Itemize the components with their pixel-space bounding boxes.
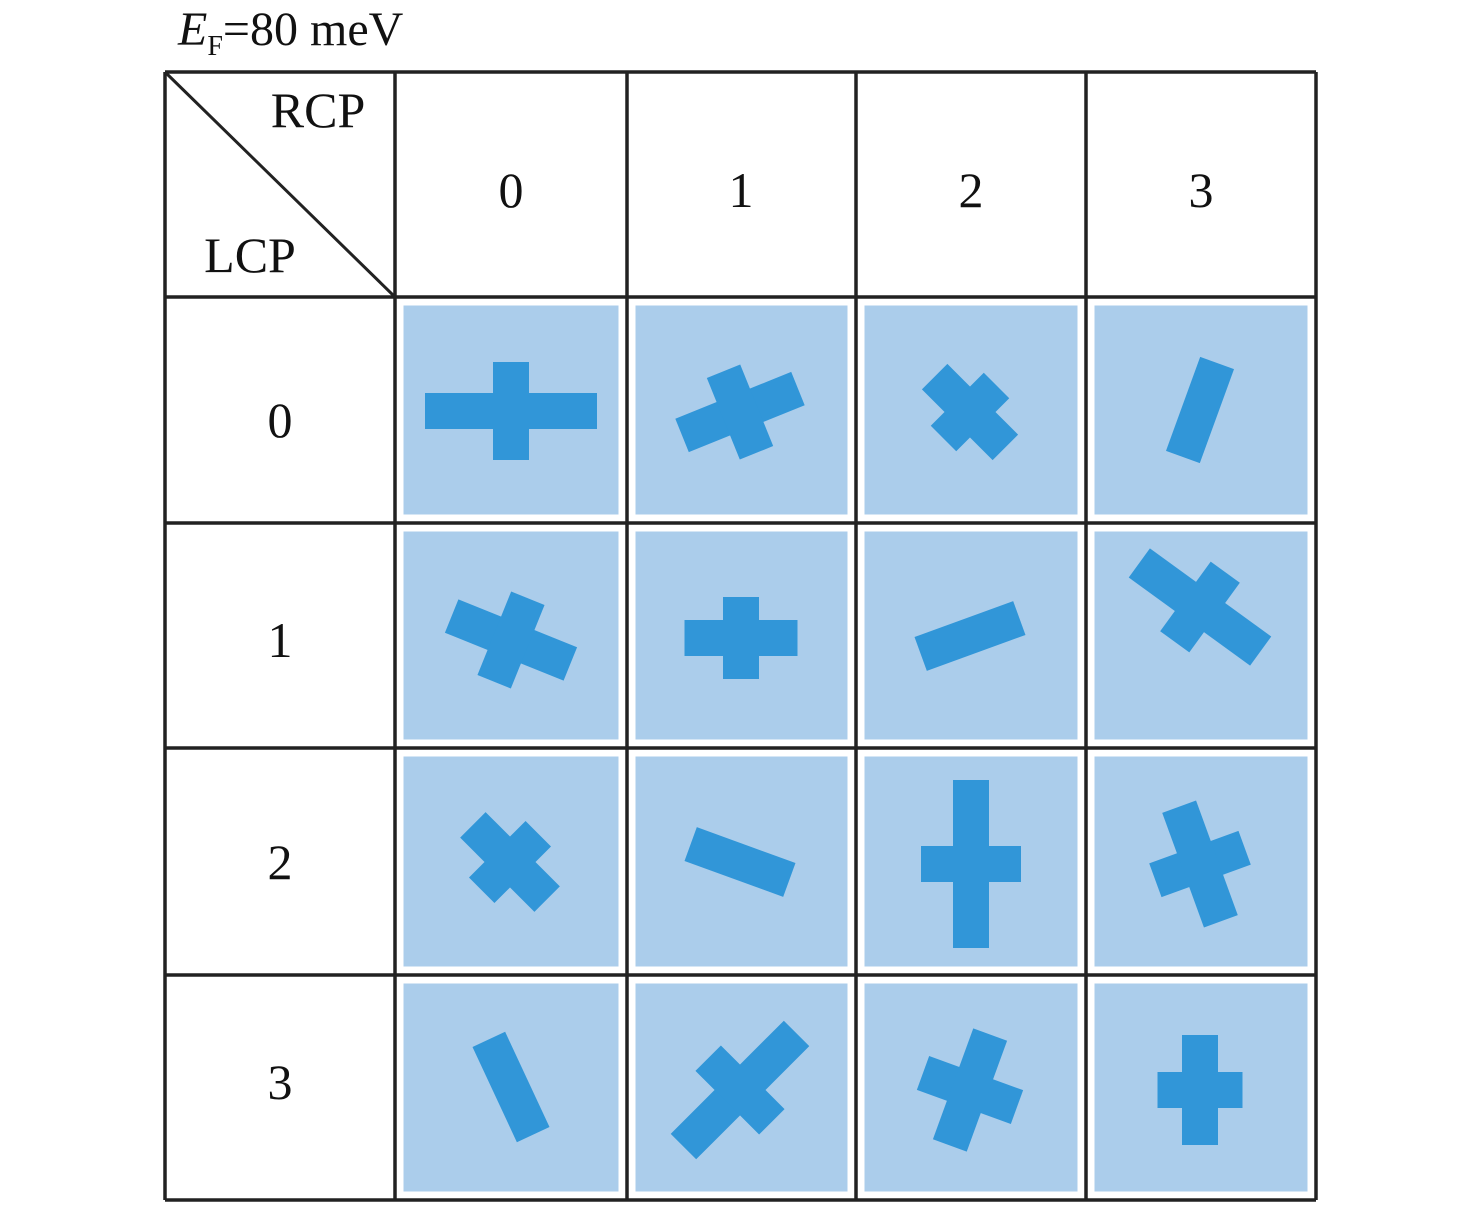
row-header-0: 0 bbox=[267, 392, 293, 448]
title-symbol: E bbox=[178, 3, 208, 56]
polarization-pattern-3-2 bbox=[916, 1028, 1024, 1152]
row-header-3: 3 bbox=[267, 1054, 293, 1110]
pattern-bar bbox=[1162, 800, 1238, 928]
polarization-pattern-2-3 bbox=[1149, 800, 1251, 928]
polarization-pattern-1-3 bbox=[1128, 548, 1272, 666]
polarization-pattern-3-0 bbox=[472, 1031, 550, 1143]
polarization-pattern-1-0 bbox=[444, 591, 578, 689]
title-subscript: F bbox=[207, 31, 223, 62]
pattern-bar bbox=[914, 601, 1026, 671]
polarization-pattern-1-1 bbox=[684, 597, 798, 679]
polarization-pattern-0-1 bbox=[675, 364, 805, 460]
pattern-bar bbox=[953, 780, 989, 948]
pattern-tile-3-3 bbox=[1091, 980, 1311, 1195]
column-header-0: 0 bbox=[498, 162, 524, 218]
pattern-bar bbox=[1160, 561, 1240, 653]
polarization-pattern-2-1 bbox=[684, 827, 796, 897]
column-header-3: 3 bbox=[1188, 162, 1214, 218]
pattern-bar bbox=[472, 1031, 550, 1143]
pattern-bar bbox=[695, 1045, 785, 1135]
corner-diagonal-line bbox=[163, 70, 397, 299]
fermi-energy-title: EF=80 meV bbox=[178, 2, 403, 75]
rcp-axis-label: RCP bbox=[270, 82, 366, 138]
pattern-bar bbox=[684, 827, 796, 897]
column-header-1: 1 bbox=[728, 162, 754, 218]
pattern-bar bbox=[477, 591, 545, 689]
title-value: =80 meV bbox=[222, 3, 404, 56]
column-header-2: 2 bbox=[958, 162, 984, 218]
polarization-pattern-1-2 bbox=[914, 601, 1026, 671]
polarization-pattern-3-1 bbox=[670, 1020, 810, 1160]
polarization-pattern-3-3 bbox=[1157, 1035, 1243, 1145]
pattern-bar bbox=[1182, 1035, 1218, 1145]
row-header-2: 2 bbox=[267, 834, 293, 890]
pattern-bar bbox=[930, 372, 1010, 452]
lcp-axis-label: LCP bbox=[204, 227, 296, 283]
polarization-pattern-0-2 bbox=[921, 363, 1019, 461]
pattern-bar bbox=[723, 597, 759, 679]
pattern-tile-0-3 bbox=[1091, 302, 1311, 518]
pattern-bar bbox=[706, 364, 774, 460]
pattern-bar bbox=[932, 1028, 1008, 1152]
pattern-bar bbox=[493, 362, 529, 460]
polarization-pattern-0-3 bbox=[1165, 356, 1235, 464]
polarization-pattern-2-0 bbox=[460, 812, 560, 912]
row-header-1: 1 bbox=[267, 612, 293, 668]
polarization-pattern-0-0 bbox=[425, 362, 597, 460]
polarization-pattern-2-2 bbox=[921, 780, 1021, 948]
pattern-bar bbox=[468, 820, 552, 904]
pattern-bar bbox=[1165, 356, 1235, 464]
